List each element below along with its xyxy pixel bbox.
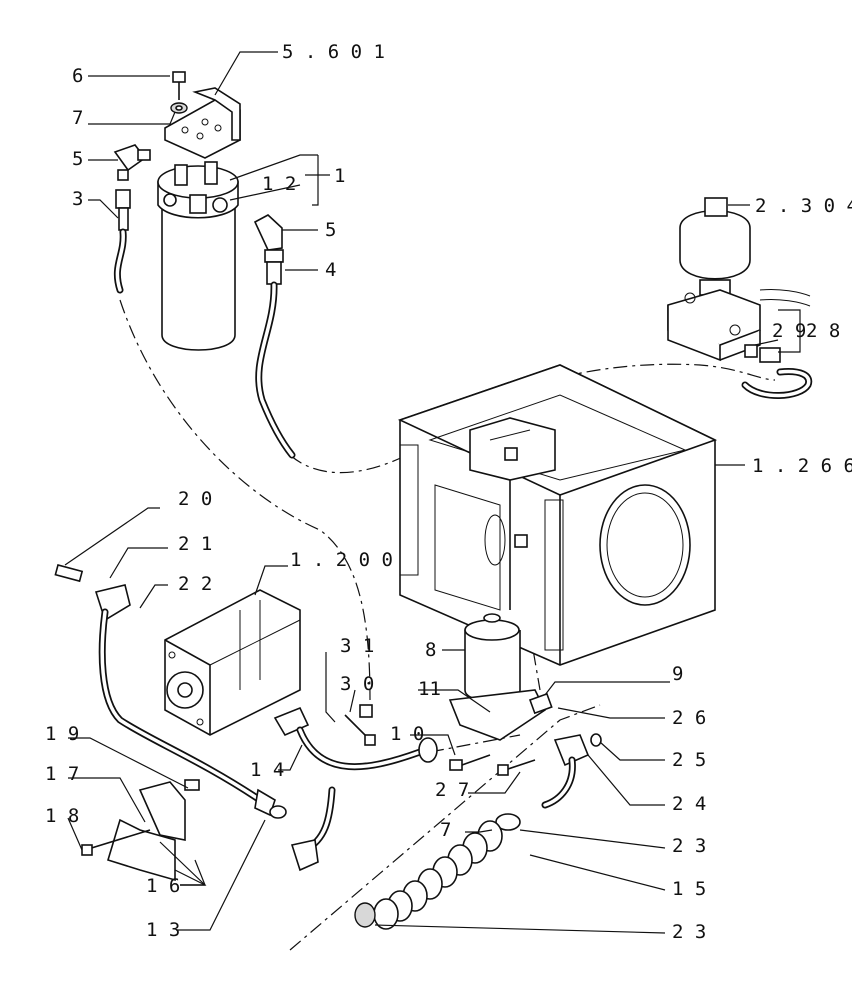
callout-21: 2 1 (178, 533, 212, 555)
washer-7 (170, 102, 188, 114)
transmission-housing (397, 364, 718, 666)
callout-27: 2 7 (435, 779, 469, 801)
callout-1: 1 (334, 165, 345, 187)
callout-19: 1 9 (45, 723, 79, 745)
callout-22: 2 2 (178, 573, 212, 595)
pressure-pipe-14 (273, 706, 438, 872)
callout-25: 2 5 (672, 749, 706, 771)
callout-23: 2 3 (672, 835, 706, 857)
callout-2304: 2 . 3 0 4 (755, 195, 852, 217)
fitting-29-28 (741, 344, 813, 399)
pipe-clamp (81, 779, 200, 882)
inline-filter-8 (448, 613, 553, 741)
callout-1200: 1 . 2 0 0 (290, 549, 393, 571)
callout-20: 2 0 (178, 488, 212, 510)
callout-24: 2 4 (672, 793, 706, 815)
callout-31: 3 1 (340, 635, 374, 657)
callout-13: 1 3 (146, 919, 180, 941)
callout-30: 3 0 (340, 673, 374, 695)
elbow-fitting-left (113, 144, 151, 181)
bolt-30-31 (344, 704, 376, 746)
accumulator (679, 197, 751, 296)
elbow-pipe-24 (541, 733, 602, 809)
callout-7-lower: 7 (440, 819, 451, 841)
callout-5-right: 5 (325, 219, 336, 241)
hose-4 (255, 281, 296, 459)
hose-3 (113, 189, 131, 294)
callout-29: 2 9 (772, 320, 806, 342)
callout-7: 7 (72, 107, 83, 129)
callout-23-lower: 2 3 (672, 921, 706, 943)
mounting-bracket (164, 87, 241, 159)
leader-lines (64, 51, 801, 934)
callout-16: 1 6 (146, 875, 180, 897)
elbow-fitting-right (253, 214, 284, 285)
callout-18: 1 8 (45, 805, 79, 827)
hydraulic-pump (164, 589, 301, 736)
callout-4: 4 (325, 259, 336, 281)
corrugated-hose-15 (354, 813, 521, 930)
callout-6: 6 (72, 65, 83, 87)
callout-3: 3 (72, 188, 83, 210)
bolt-10 (449, 754, 491, 771)
valve-block (667, 289, 811, 362)
callout-labels: 5 . 6 0 1 6 7 5 3 1 2 1 5 4 2 . 3 0 4 2 … (45, 41, 852, 943)
callout-15: 1 5 (672, 878, 706, 900)
callout-11: 11 (418, 678, 441, 700)
callout-5: 5 (72, 148, 83, 170)
callout-26: 2 6 (672, 707, 706, 729)
callout-17: 1 7 (45, 763, 79, 785)
callout-14: 1 4 (250, 759, 284, 781)
callout-12: 1 2 (262, 173, 296, 195)
bolt-27 (497, 759, 536, 776)
callout-9: 9 (672, 663, 683, 685)
callout-28: 2 8 (806, 320, 840, 342)
callout-1266: 1 . 2 6 6 (752, 455, 852, 477)
oil-filter (157, 161, 239, 351)
bolt-6 (172, 71, 186, 100)
callout-5601: 5 . 6 0 1 (282, 41, 385, 63)
callout-10: 1 0 (390, 723, 424, 745)
suction-pipe-13 (54, 564, 287, 819)
callout-8: 8 (425, 639, 436, 661)
